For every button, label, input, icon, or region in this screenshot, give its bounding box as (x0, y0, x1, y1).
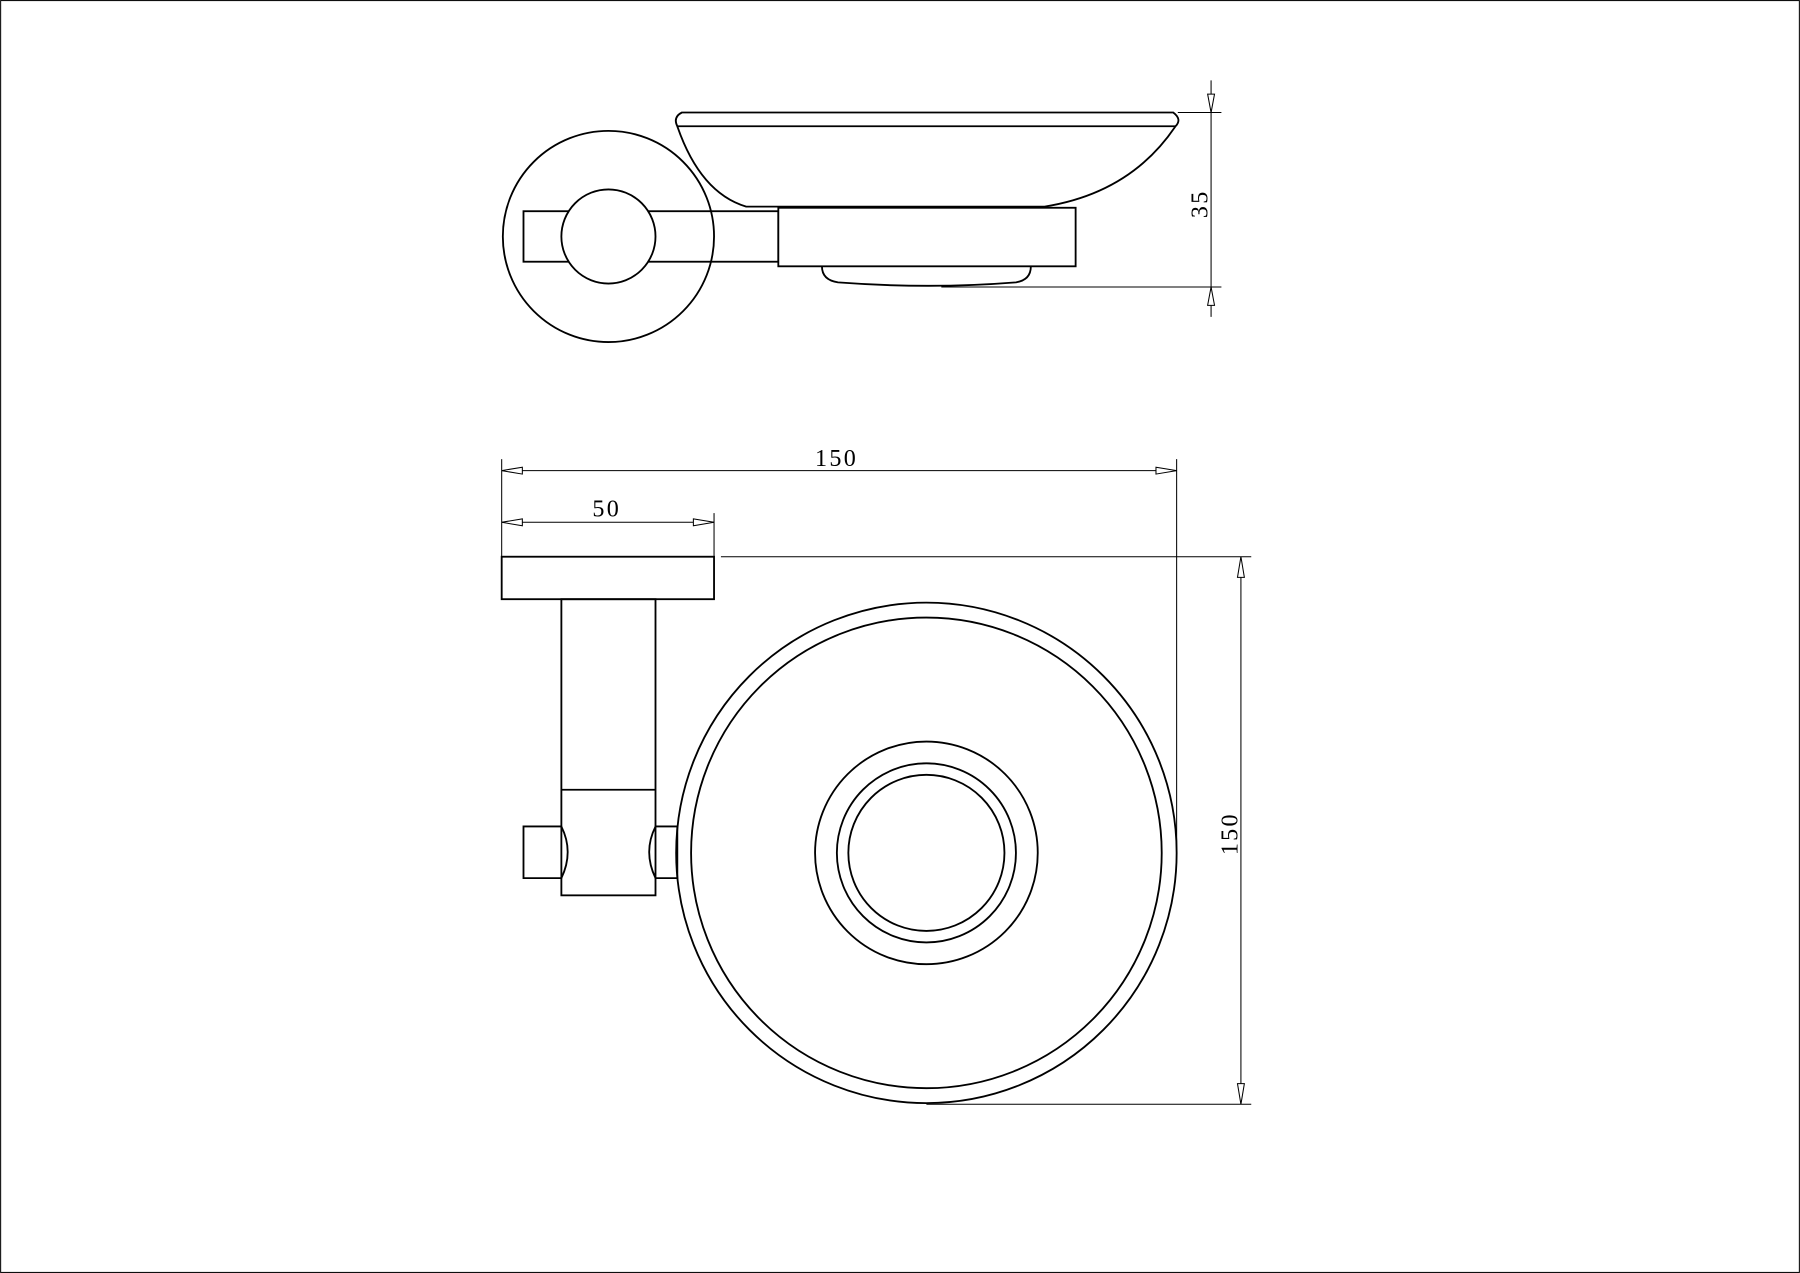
arrowhead (501, 518, 523, 527)
dish-foot (821, 266, 1032, 287)
top-view: 150 50 150 (500, 446, 1252, 1105)
dish-bowl (674, 111, 1180, 208)
arrowhead (1207, 93, 1216, 113)
dish-outer (675, 601, 1178, 1105)
dish-inner (690, 616, 1163, 1090)
arm-left (522, 825, 569, 880)
arrowhead (1155, 466, 1177, 475)
arm-right (648, 825, 679, 880)
arrowhead (1236, 556, 1245, 578)
side-view: 35 (501, 80, 1222, 343)
wall-flange (501, 129, 715, 343)
depth-dimension-label: 150 (1217, 812, 1243, 855)
drain-ring-mid (835, 762, 1017, 944)
arrowhead (501, 466, 523, 475)
arrowhead (1236, 1083, 1245, 1105)
mount-post (560, 188, 657, 285)
dish-holder-ring (777, 206, 1077, 268)
flange-top (500, 555, 715, 601)
drain-ring-outer (814, 740, 1039, 966)
width-dimension-label: 150 (815, 446, 858, 472)
mount-dimension-label: 50 (592, 497, 621, 523)
height-dimension-label: 35 (1188, 189, 1214, 218)
drain-ring-inner (847, 773, 1006, 932)
arrowhead (1207, 286, 1216, 306)
arrowhead (692, 518, 715, 527)
post-top (560, 598, 657, 897)
